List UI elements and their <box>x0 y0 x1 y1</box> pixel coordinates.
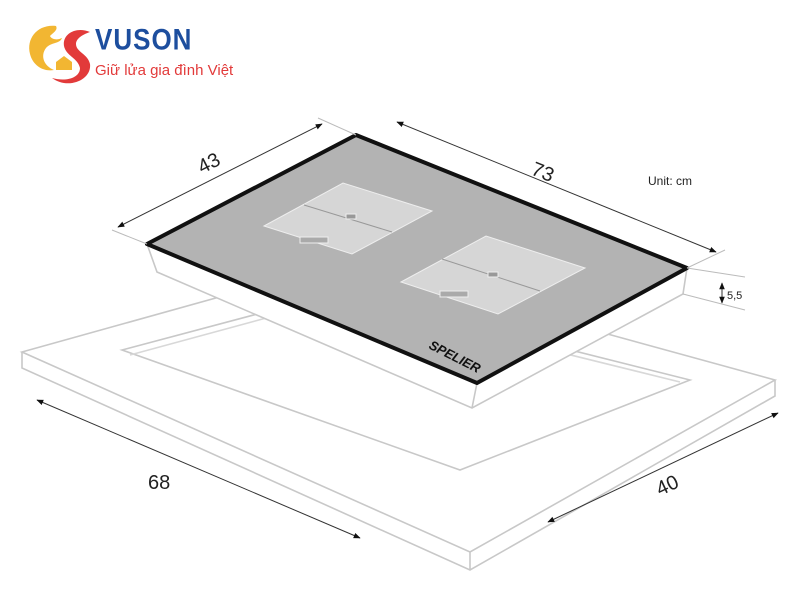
cutout-depth-label: 40 <box>653 471 682 500</box>
brand-tagline: Giữ lửa gia đình Việt <box>95 62 234 79</box>
height-dimension-label: 5,5 <box>727 290 742 302</box>
right-cooking-zone <box>399 235 587 315</box>
dimension-lines <box>36 117 779 539</box>
depth-dimension-label: 43 <box>194 149 224 179</box>
logo-mark-icon <box>29 25 91 84</box>
unit-label: Unit: cm <box>648 174 692 188</box>
brand-name: VUSON <box>95 22 193 57</box>
cutout-width-label: 68 <box>148 472 170 494</box>
vuson-logo[interactable]: VUSON Giữ lửa gia đình Việt <box>18 18 258 88</box>
width-dimension-label: 73 <box>528 158 557 187</box>
glass-top <box>145 133 689 385</box>
